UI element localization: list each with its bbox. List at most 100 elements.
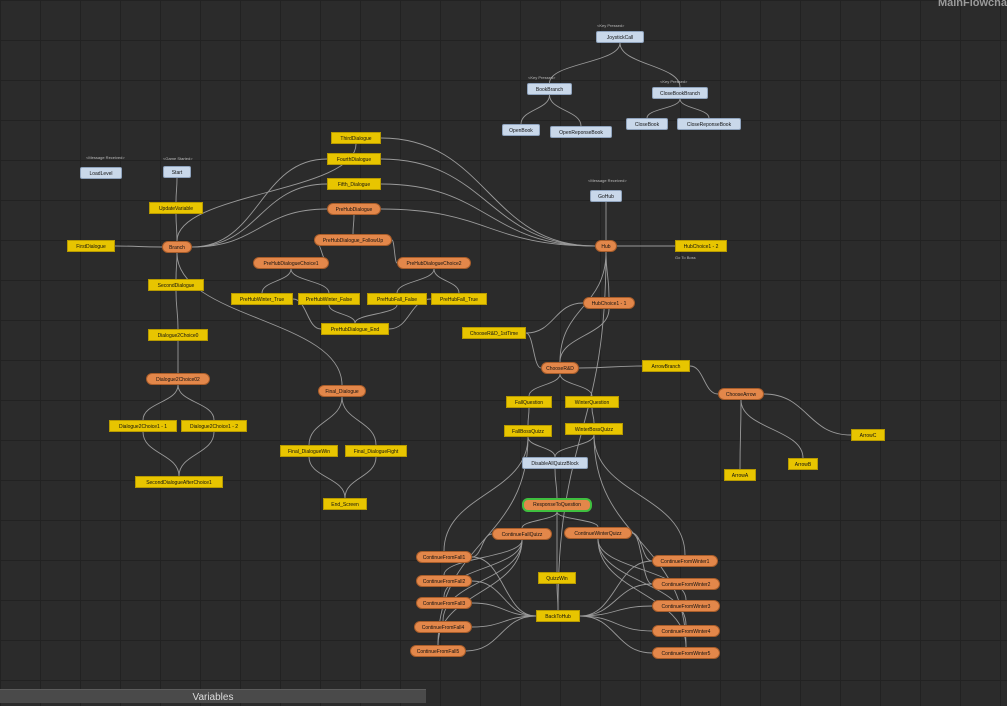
- node-arrow-branch[interactable]: ArrowBranch: [642, 360, 690, 372]
- connection-update-variable-to-branch: [175, 213, 178, 242]
- node-pre-hub-dialogue-end[interactable]: PreHubDialogue_End: [321, 323, 389, 335]
- connection-pre-hub-dialogue-to-pre-hub-dialogue-follow-up: [352, 214, 355, 235]
- node-fifth-dialogue[interactable]: Fifth_Dialogue: [327, 178, 381, 190]
- connection-hub-to-hub-choice1-1: [605, 251, 610, 298]
- connection-quizz-win-to-back-to-hub: [556, 583, 559, 611]
- connection-choose-rd-to-arrow-branch: [578, 365, 643, 369]
- node-final-dialogue[interactable]: Final_Dialogue: [318, 385, 366, 397]
- node-open-reponse-book[interactable]: OpenReponseBook: [550, 126, 612, 138]
- node-hub-choice1-2[interactable]: HubChoice1 - 2: [675, 240, 727, 252]
- connection-pre-hub-dialogue-choice1-to-pre-hub-winter-true: [261, 268, 292, 294]
- node-pre-hub-fall-false[interactable]: PreHubFall_False: [367, 293, 427, 305]
- connection-pre-hub-fall-false-to-pre-hub-dialogue-end: [354, 304, 398, 324]
- connection-branch-to-fourth-dialogue: [191, 158, 328, 248]
- node-continue-winter-quizz[interactable]: ContinueWinterQuizz: [564, 527, 632, 539]
- node-second-dialogue-after-choice1[interactable]: SecondDialogueAfterChoice1: [135, 476, 223, 488]
- node-hub[interactable]: Hub: [595, 240, 617, 252]
- connection-choose-arrow-to-arrow-a: [739, 399, 742, 470]
- node-continue-from-fall3[interactable]: ContinueFromFall3: [416, 597, 472, 609]
- connection-continue-winter-quizz-to-continue-from-winter1: [631, 532, 653, 562]
- connection-continue-from-winter5-to-winter-boss-quizz: [593, 434, 687, 648]
- node-winter-question[interactable]: WinterQuestion: [565, 396, 619, 408]
- node-continue-from-winter2[interactable]: ContinueFromWinter2: [652, 578, 720, 590]
- node-continue-from-winter3[interactable]: ContinueFromWinter3: [652, 600, 720, 612]
- node-hub-choice1-1[interactable]: HubChoice1 - 1: [583, 297, 635, 309]
- node-update-variable[interactable]: UpdateVariable: [149, 202, 203, 214]
- connection-pre-hub-dialogue-choice2-to-pre-hub-fall-false: [396, 268, 435, 294]
- node-pre-hub-fall-true[interactable]: PreHubFall_True: [431, 293, 487, 305]
- connection-continue-winter-quizz-to-continue-from-winter2: [631, 532, 653, 585]
- node-dialogue2-choice1-2[interactable]: Dialogue2Choice1 - 2: [181, 420, 247, 432]
- node-fourth-dialogue[interactable]: FourthDialogue: [327, 153, 381, 165]
- node-load-level[interactable]: LoadLevel: [80, 167, 122, 179]
- connection-third-dialogue-to-hub: [380, 137, 596, 247]
- node-quizz-win[interactable]: QuizzWin: [538, 572, 576, 584]
- node-start[interactable]: Start: [163, 166, 191, 178]
- node-choose-rd[interactable]: ChooseR&D: [541, 362, 579, 374]
- node-arrow-a[interactable]: ArrowA: [724, 469, 756, 481]
- node-continue-from-winter1[interactable]: ContinueFromWinter1: [652, 555, 718, 567]
- node-pre-hub-dialogue-follow-up[interactable]: PreHubDialogue_FollowUp: [314, 234, 392, 246]
- node-go-hub[interactable]: GoHub: [590, 190, 622, 202]
- node-open-book[interactable]: OpenBook: [502, 124, 540, 136]
- connection-dialogue2-choice02-to-dialogue2-choice1-2: [177, 384, 215, 421]
- node-final-dialogue-fight[interactable]: Final_DialogueFight: [345, 445, 407, 457]
- node-arrow-c[interactable]: ArrowC: [851, 429, 885, 441]
- node-dialogue2-choice0[interactable]: Dialogue2Choice0: [148, 329, 208, 341]
- node-continue-from-fall2[interactable]: ContinueFromFall2: [416, 575, 472, 587]
- node-continue-fall-quizz[interactable]: ContinueFallQuizz: [492, 528, 552, 540]
- node-branch[interactable]: Branch: [162, 241, 192, 253]
- connection-pre-hub-dialogue-follow-up-to-pre-hub-dialogue-choice2: [391, 239, 398, 264]
- node-continue-from-winter5[interactable]: ContinueFromWinter5: [652, 647, 720, 659]
- caption-go-hub: <Message Received>: [588, 178, 627, 183]
- connection-final-dialogue-to-final-dialogue-win: [308, 396, 343, 446]
- node-joystick-call[interactable]: JoystickCall: [596, 31, 644, 43]
- connection-choose-rd-to-winter-question: [559, 373, 593, 397]
- node-fall-boss-quizz[interactable]: FallBossQuizz: [504, 425, 552, 437]
- caption-start: <Game Started>: [163, 156, 193, 161]
- node-winter-boss-quizz[interactable]: WinterBossQuizz: [565, 423, 623, 435]
- connection-fourth-dialogue-to-hub: [380, 158, 596, 247]
- flowchart-title: MainFlowcha: [937, 0, 1007, 9]
- node-pre-hub-dialogue-choice1[interactable]: PreHubDialogueChoice1: [253, 257, 329, 269]
- connection-dialogue2-choice02-to-dialogue2-choice1-1: [142, 384, 179, 421]
- node-dialogue2-choice1-1[interactable]: Dialogue2Choice1 - 1: [109, 420, 177, 432]
- node-continue-from-fall5[interactable]: ContinueFromFall5: [410, 645, 466, 657]
- node-arrow-b[interactable]: ArrowB: [788, 458, 818, 470]
- connection-hub-choice1-1-to-choose-rd-1st-time: [525, 302, 584, 334]
- connection-joystick-call-to-book-branch: [549, 42, 621, 84]
- node-end-screen[interactable]: End_Screen: [323, 498, 367, 510]
- node-choose-arrow[interactable]: ChooseArrow: [718, 388, 764, 400]
- node-back-to-hub[interactable]: BackToHub: [536, 610, 580, 622]
- node-close-book[interactable]: CloseBook: [626, 118, 668, 130]
- node-third-dialogue[interactable]: ThirdDialogue: [331, 132, 381, 144]
- connection-book-branch-to-open-book: [520, 94, 550, 125]
- caption-joystick-call: <Key Pressed>: [597, 23, 625, 28]
- node-choose-rd-1st-time[interactable]: ChooseR&D_1stTime: [462, 327, 526, 339]
- node-book-branch[interactable]: BookBranch: [527, 83, 572, 95]
- node-pre-hub-winter-false[interactable]: PreHubWinter_False: [298, 293, 360, 305]
- node-continue-from-fall4[interactable]: ContinueFromFall4: [414, 621, 472, 633]
- node-disable-all-quizz-block[interactable]: DisableAllQuizzBlock: [522, 457, 588, 469]
- connection-branch-to-pre-hub-dialogue: [191, 208, 328, 248]
- node-close-book-branch[interactable]: CloseBookBranch: [652, 87, 708, 99]
- connection-branch-to-second-dialogue: [175, 252, 178, 280]
- node-final-dialogue-win[interactable]: Final_DialogueWin: [280, 445, 338, 457]
- node-close-reponse-book[interactable]: CloseReponseBook: [677, 118, 741, 130]
- node-pre-hub-dialogue[interactable]: PreHubDialogue: [327, 203, 381, 215]
- connection-continue-from-fall4-to-back-to-hub: [471, 615, 537, 628]
- variables-tab[interactable]: Variables: [0, 689, 426, 703]
- connection-choose-rd-1st-time-to-choose-rd: [525, 332, 542, 369]
- node-first-dialogue[interactable]: FirstDialogue: [67, 240, 115, 252]
- connection-final-dialogue-fight-to-end-screen: [344, 456, 377, 499]
- node-response-to-question[interactable]: ResponseToQuestion: [522, 498, 592, 512]
- node-continue-from-fall1[interactable]: ContinueFromFall1: [416, 551, 472, 563]
- node-fall-question[interactable]: FallQuestion: [506, 396, 552, 408]
- node-pre-hub-winter-true[interactable]: PreHubWinter_True: [231, 293, 293, 305]
- node-dialogue2-choice02[interactable]: Dialogue2Choice02: [146, 373, 210, 385]
- node-pre-hub-dialogue-choice2[interactable]: PreHubDialogueChoice2: [397, 257, 471, 269]
- connection-continue-from-winter3-to-back-to-hub: [579, 605, 653, 617]
- node-continue-from-winter4[interactable]: ContinueFromWinter4: [652, 625, 720, 637]
- node-second-dialogue[interactable]: SecondDialogue: [148, 279, 204, 291]
